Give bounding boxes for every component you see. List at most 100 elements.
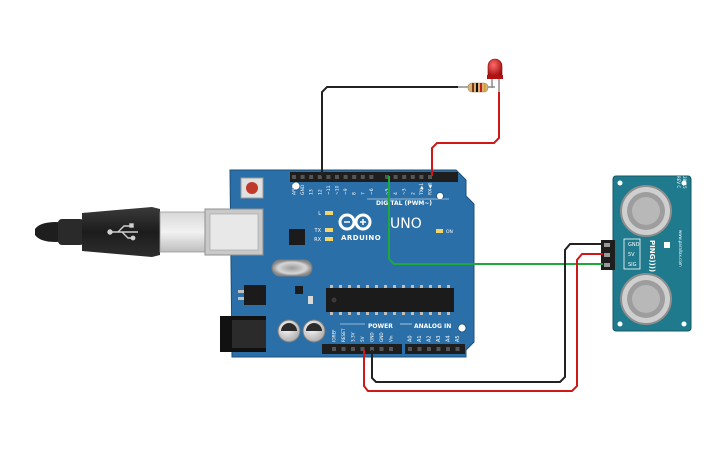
power-socket[interactable]: [379, 347, 384, 351]
wire-gnd-to-sensor[interactable]: [371, 243, 603, 383]
power-pin-label: 5V: [360, 336, 365, 342]
analog-pin-label: A4: [446, 335, 452, 342]
analog-socket[interactable]: [408, 347, 412, 351]
header-socket[interactable]: [352, 175, 357, 179]
top-pin-label: RX◀0: [428, 182, 434, 195]
power-analog-sockets: [332, 347, 460, 351]
header-socket[interactable]: [419, 175, 424, 179]
analog-pin-label: A5: [455, 335, 461, 342]
analog-socket[interactable]: [446, 347, 450, 351]
led-label-rx: RX: [314, 237, 321, 243]
power-socket[interactable]: [332, 347, 336, 351]
header-socket[interactable]: [335, 175, 339, 179]
top-pin-label: 13: [309, 189, 315, 195]
wire-pin7-to-sig[interactable]: [388, 176, 603, 265]
top-pin-label: AREF: [292, 183, 298, 195]
power-pin-label: GND: [379, 332, 384, 342]
header-socket[interactable]: [309, 175, 314, 179]
wire-5v-to-sensor[interactable]: [363, 253, 603, 392]
digital-header-label: DIGITAL (PWM~): [376, 200, 432, 207]
usb-plug-metal: [159, 211, 207, 253]
sensor-brand-text: PING)))): [648, 240, 656, 272]
led-label-l: L: [318, 211, 321, 217]
wire-led-to-pin13[interactable]: [431, 92, 500, 176]
header-socket[interactable]: [292, 175, 296, 179]
power-on-led: [436, 229, 443, 233]
top-pin-label: 4: [393, 192, 399, 195]
analog-socket[interactable]: [427, 347, 431, 351]
crystal-oscillator: [271, 259, 313, 277]
top-pin-label: ~3: [402, 188, 408, 195]
transducer-top: [620, 185, 672, 237]
arduino-logo-text: ARDUINO: [341, 234, 381, 242]
header-socket[interactable]: [393, 175, 398, 179]
sensor-pin-5v: 5V: [628, 252, 635, 258]
board-model-text: UNO: [390, 216, 422, 232]
header-socket[interactable]: [300, 175, 305, 179]
header-socket[interactable]: [369, 175, 374, 179]
header-socket[interactable]: [326, 175, 331, 179]
capacitor-1: [277, 319, 301, 343]
logo-glyphs: [344, 219, 366, 225]
atmega-microcontroller: [326, 285, 454, 315]
power-socket[interactable]: [351, 347, 355, 351]
top-pin-label: 8: [352, 192, 358, 195]
power-socket[interactable]: [370, 347, 374, 351]
top-pin-label: ~5: [385, 188, 391, 195]
top-pin-label: TX▶1: [419, 183, 425, 196]
top-pin-label: 12: [317, 189, 323, 195]
power-pin-label: GND: [370, 332, 375, 342]
capacitor-2: [302, 319, 326, 343]
header-socket[interactable]: [428, 175, 432, 179]
usb-cable[interactable]: [35, 207, 207, 257]
usb-interface-chip: [289, 229, 305, 245]
analog-pin-header: [405, 344, 465, 354]
top-pin-label: ~10: [335, 185, 341, 195]
power-pin-label: IOREF: [332, 329, 337, 342]
power-pin-label: Vin: [389, 335, 394, 342]
power-socket[interactable]: [389, 347, 393, 351]
header-socket[interactable]: [343, 175, 348, 179]
led-label-tx: TX: [314, 228, 322, 234]
wire-gnd-to-resistor[interactable]: [321, 86, 458, 176]
analog-socket[interactable]: [436, 347, 441, 351]
header-socket[interactable]: [317, 175, 322, 179]
header-socket[interactable]: [402, 175, 407, 179]
analog-pin-label: A1: [417, 335, 423, 342]
sensor-header-pins: [601, 240, 615, 270]
reset-button[interactable]: [240, 177, 264, 199]
analog-socket[interactable]: [417, 347, 422, 351]
analog-in-label: ANALOG IN: [414, 323, 451, 330]
usb-symbol-icon: [107, 223, 138, 241]
top-pin-label: 7: [360, 192, 366, 195]
header-socket[interactable]: [360, 175, 365, 179]
analog-pin-label: A0: [408, 335, 414, 342]
sensor-pin-sig: SIG: [628, 262, 637, 268]
arduino-logo-icon: [338, 213, 372, 231]
sensor-pin-label-box: [623, 238, 641, 270]
smd-component: [308, 296, 313, 304]
resistor[interactable]: [458, 82, 495, 93]
header-socket[interactable]: [410, 175, 415, 179]
arduino-uno-board[interactable]: L TX RX ARDUINO UNO ON DIGITAL (PWM~) AR…: [204, 169, 475, 358]
power-label: POWER: [368, 323, 393, 330]
sensor-part-text: 28015: [682, 176, 687, 189]
analog-pin-label: A2: [427, 335, 433, 342]
top-pin-label: ~9: [343, 188, 349, 195]
sensor-pin-gnd: GND: [628, 242, 640, 248]
sensor-small-chip: [664, 242, 670, 248]
power-socket[interactable]: [341, 347, 346, 351]
ping-ultrasonic-sensor[interactable]: GND 5V SIG PING)))) www.parallax.com REV…: [601, 175, 692, 332]
analog-socket[interactable]: [455, 347, 460, 351]
transducer-bottom: [620, 273, 672, 325]
header-socket[interactable]: [385, 175, 389, 179]
voltage-regulator: [244, 285, 266, 305]
power-pin-label: 3.3V: [351, 332, 356, 342]
power-socket[interactable]: [360, 347, 365, 351]
top-pin-label: ~6: [369, 188, 375, 195]
red-led[interactable]: [487, 58, 503, 92]
analog-pin-label: A3: [436, 335, 442, 342]
